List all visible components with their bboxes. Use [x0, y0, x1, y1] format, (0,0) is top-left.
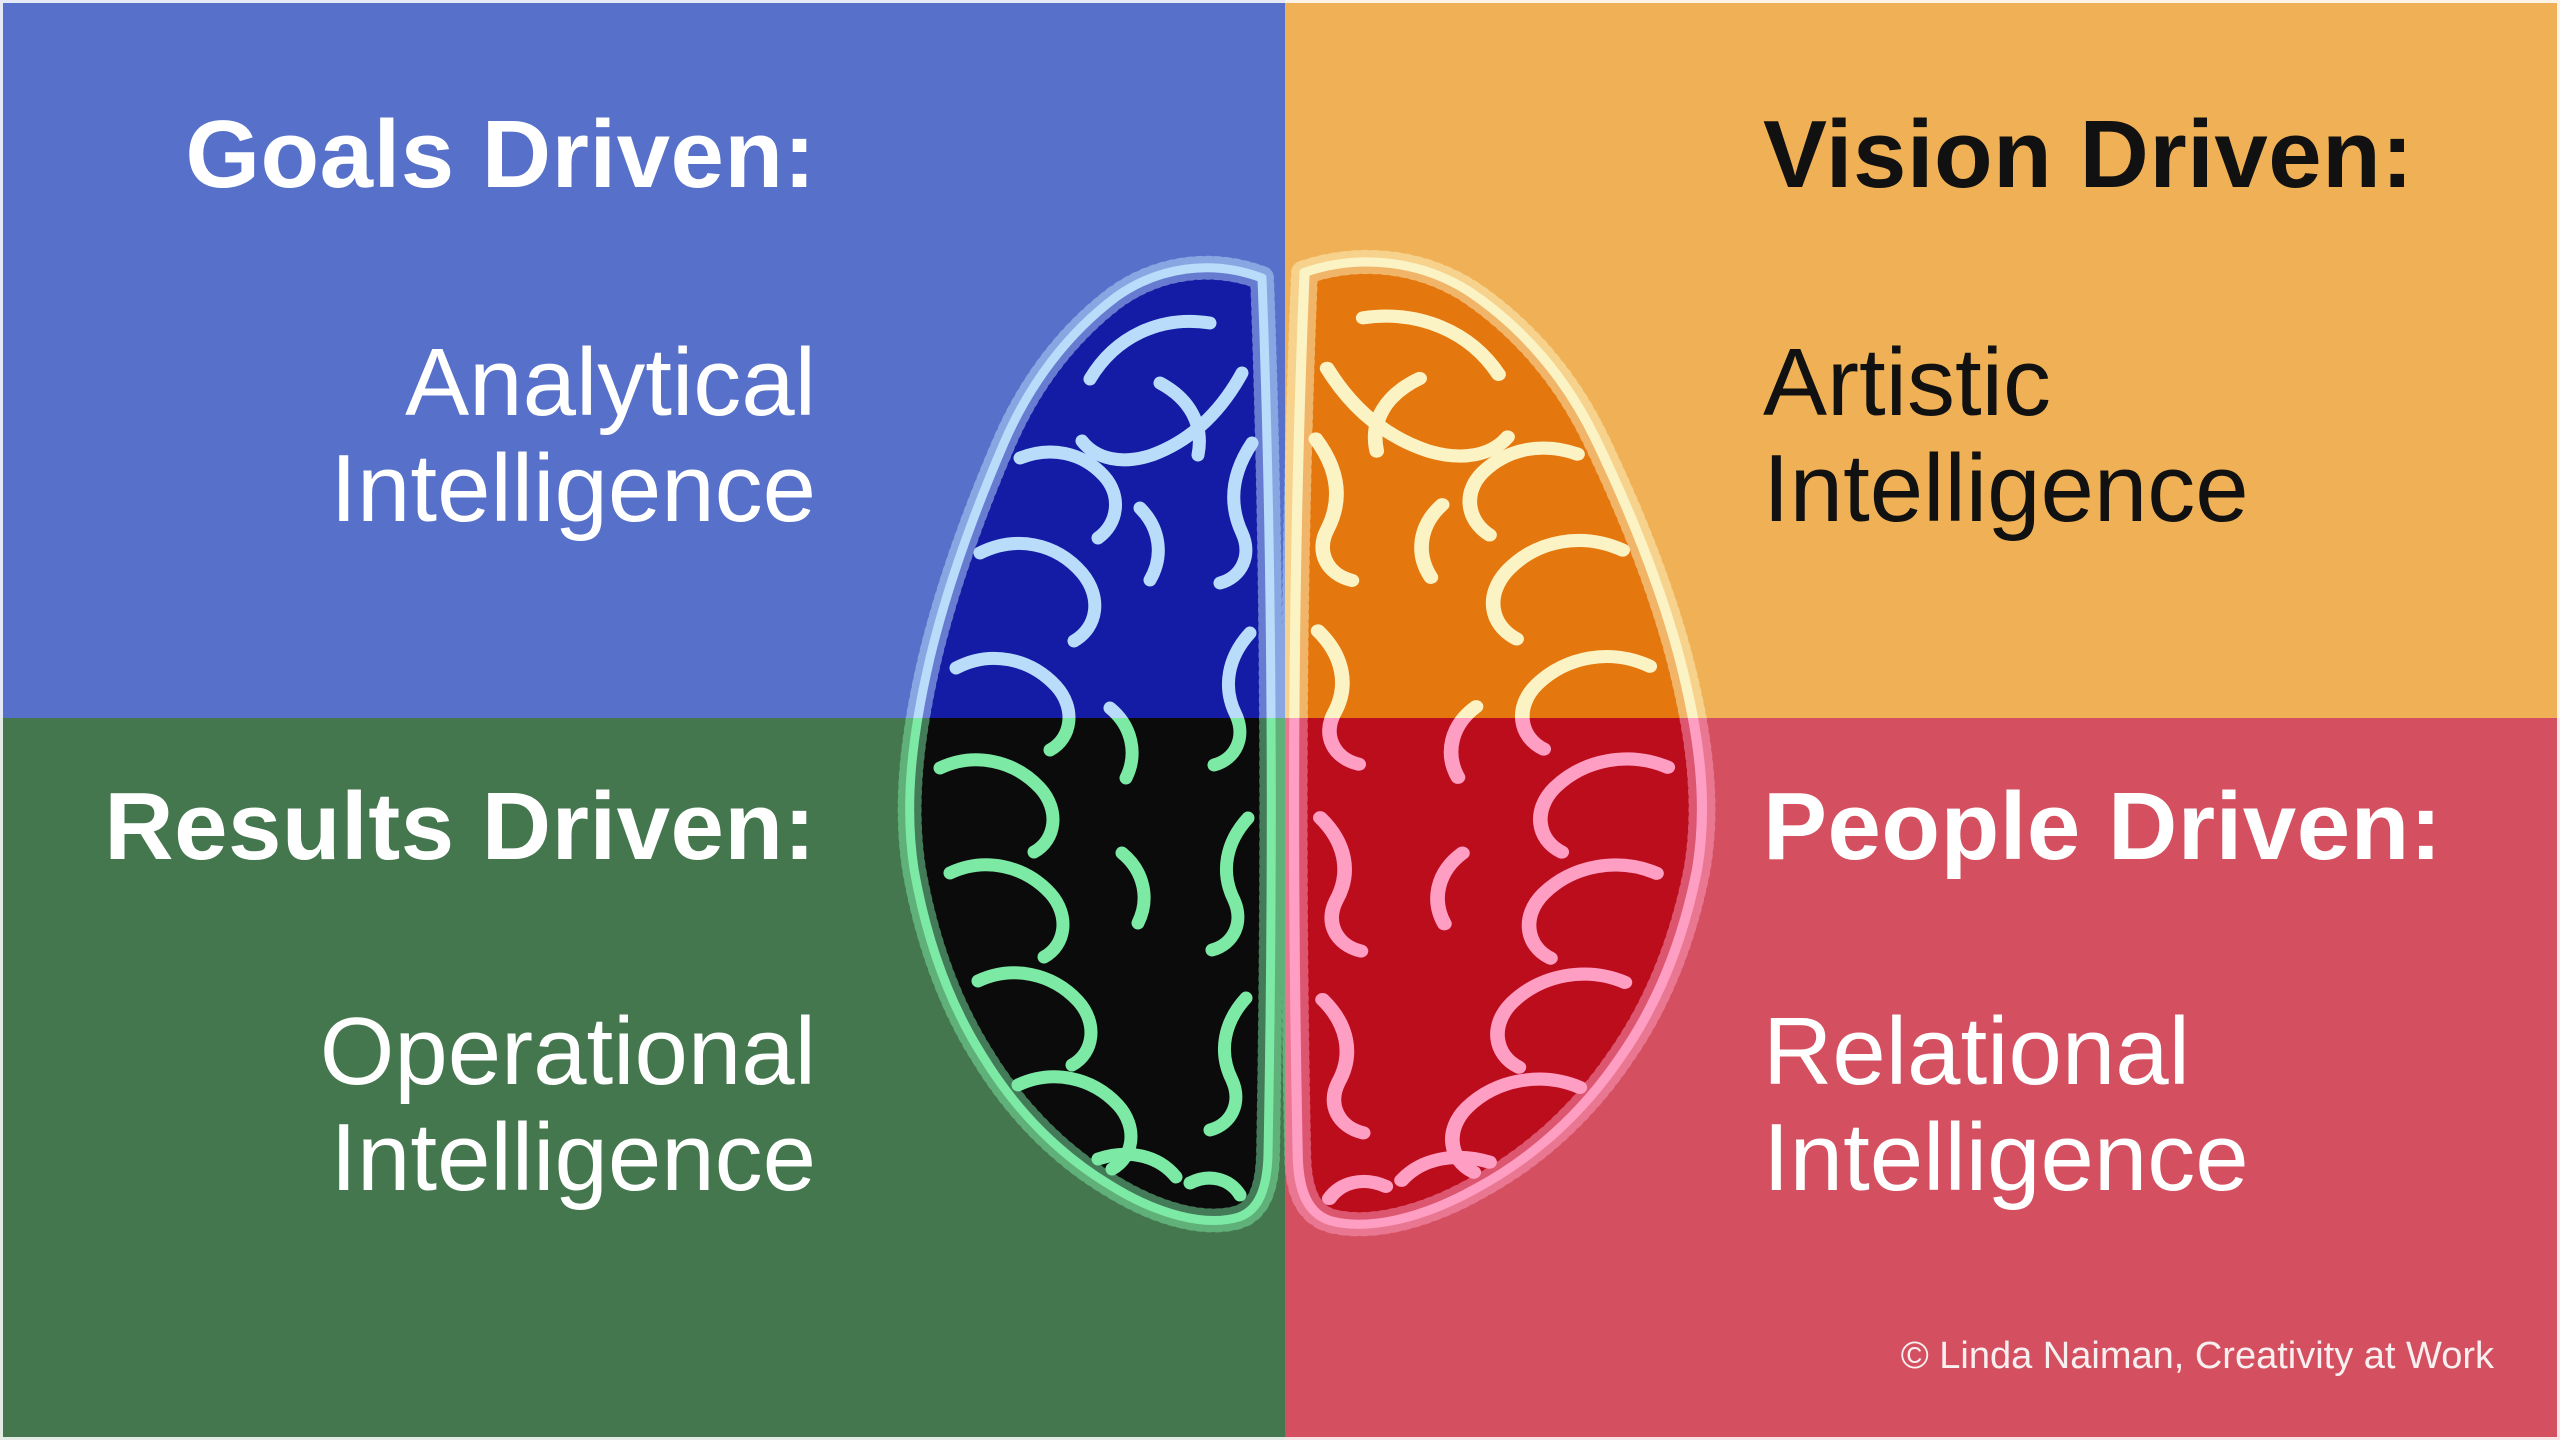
subtitle-line-2: Intelligence [1763, 1104, 2249, 1211]
quadrant-title-goals-driven: Goals Driven: [185, 101, 816, 208]
subtitle-line-2: Intelligence [1763, 435, 2249, 542]
quadrant-subtitle-operational-intelligence: Operational Intelligence [320, 999, 816, 1211]
subtitle-line-1: Relational [1763, 998, 2190, 1105]
subtitle-line-2: Intelligence [330, 1104, 816, 1211]
subtitle-line-1: Analytical [405, 329, 816, 436]
copyright-credit: © Linda Naiman, Creativity at Work [1900, 1335, 2494, 1377]
subtitle-line-1: Artistic [1763, 329, 2051, 436]
quadrant-results-driven: Results Driven: Operational Intelligence [0, 718, 1285, 1440]
subtitle-line-2: Intelligence [330, 435, 816, 542]
subtitle-line-1: Operational [319, 998, 816, 1105]
quadrant-title-people-driven: People Driven: [1763, 773, 2443, 880]
quadrant-title-results-driven: Results Driven: [104, 773, 816, 880]
quadrant-people-driven: People Driven: Relational Intelligence ©… [1285, 718, 2560, 1440]
quadrant-subtitle-artistic-intelligence: Artistic Intelligence [1763, 330, 2249, 542]
quadrant-goals-driven: Goals Driven: Analytical Intelligence [0, 0, 1285, 718]
quadrant-subtitle-analytical-intelligence: Analytical Intelligence [330, 330, 816, 542]
quadrant-subtitle-relational-intelligence: Relational Intelligence [1763, 999, 2249, 1211]
quadrant-vision-driven: Vision Driven: Artistic Intelligence [1285, 0, 2560, 718]
quadrant-title-vision-driven: Vision Driven: [1763, 101, 2414, 208]
